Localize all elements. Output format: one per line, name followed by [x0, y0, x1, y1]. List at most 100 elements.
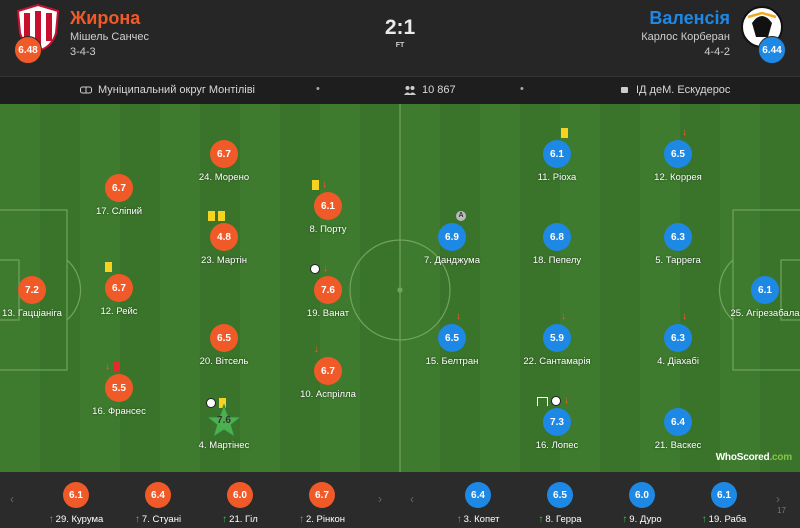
player-name: 12. Рейс	[100, 306, 138, 317]
player-rating: 6.3	[664, 324, 692, 352]
yellow-card-icon	[218, 211, 225, 221]
home-player[interactable]: 6.5 20. Вітсель	[179, 324, 269, 367]
sub-on-arrow-icon: ↑	[134, 514, 140, 525]
goal-ball-icon	[310, 264, 320, 274]
sub-off-arrow-icon: ↓	[682, 311, 687, 322]
subs-count: 17	[777, 506, 786, 515]
scroll-left-icon[interactable]: ‹	[410, 492, 414, 506]
sub-on-arrow-icon: ↑	[456, 514, 462, 525]
away-team-name[interactable]: Валенсія	[649, 8, 730, 28]
player-name: 22. Сантамарія	[523, 356, 591, 367]
sub-on-arrow-icon: ↑	[622, 514, 628, 525]
home-player[interactable]: ↓ 7.6 19. Ванат	[283, 264, 373, 320]
home-sub-player[interactable]: 6.1 ↑29. Курума	[36, 482, 116, 525]
player-rating: 6.7	[210, 140, 238, 168]
player-name: 19. Раба	[708, 514, 747, 525]
player-name: 16. Франсес	[92, 406, 146, 417]
home-player[interactable]: ↓ 6.7 10. Аспрілла	[283, 345, 373, 401]
home-player[interactable]: ↓ 6.1 8. Порту	[283, 180, 373, 236]
sub-off-arrow-icon: ↓	[564, 395, 569, 406]
referee-name: ІД деМ. Ескудерос	[636, 84, 731, 96]
attendance-info: 10 867	[404, 84, 456, 96]
away-player[interactable]: 6.4 21. Васкес	[633, 408, 723, 451]
player-rating: 7.2	[18, 276, 46, 304]
goal-ball-icon	[551, 396, 561, 406]
home-player[interactable]: ↓ 5.5 16. Франсес	[74, 362, 164, 418]
home-sub-player[interactable]: 6.4 ↑7. Стуані	[118, 482, 198, 525]
player-rating: 6.5	[664, 140, 692, 168]
player-rating: 5.5	[105, 374, 133, 402]
yellow-card-icon	[219, 398, 226, 408]
sub-on-arrow-icon: ↑	[701, 514, 707, 525]
player-rating: 4.8	[210, 223, 238, 251]
referee-info: ІД деМ. Ескудерос	[620, 84, 730, 96]
player-name: 21. Гіл	[229, 514, 258, 525]
attendance-value: 10 867	[422, 84, 456, 96]
separator-dot: •	[520, 83, 524, 95]
home-player[interactable]: 6.7 24. Морено	[179, 140, 269, 183]
home-sub-player[interactable]: 6.7 ↑2. Рінкон	[282, 482, 362, 525]
away-player[interactable]: ↓ 6.3 4. Діахабі	[633, 312, 723, 368]
away-sub-player[interactable]: 6.0 ↑9. Дуро	[602, 482, 682, 525]
scroll-left-icon[interactable]: ‹	[10, 492, 14, 506]
player-rating: 6.1	[711, 482, 737, 508]
player-rating: 6.1	[751, 276, 779, 304]
captain-icon: A	[456, 211, 466, 221]
player-rating: 6.7	[314, 357, 342, 385]
away-player[interactable]: 6.1 25. Агірезабала	[720, 276, 800, 319]
substitutes-bar: ‹ ‹ › › 6.1 ↑29. Курума 6.4 ↑7. Стуані 6…	[0, 472, 800, 528]
away-sub-player[interactable]: 6.1 ↑19. Раба	[684, 482, 764, 525]
home-team-name[interactable]: Жирона	[70, 8, 141, 28]
home-player[interactable]: 7.2 13. Гацціаніга	[0, 276, 77, 319]
player-name: 2. Рінкон	[305, 514, 346, 525]
man-of-match-star-icon: 7.6	[205, 403, 243, 440]
player-name: 23. Мартін	[201, 255, 247, 266]
sub-off-arrow-icon: ↓	[105, 361, 110, 372]
sub-off-arrow-icon: ↓	[314, 344, 319, 355]
away-player[interactable]: 6.3 5. Таррега	[633, 223, 723, 266]
away-sub-player[interactable]: 6.5 ↑8. Герра	[520, 482, 600, 525]
sub-off-arrow-icon: ↓	[561, 311, 566, 322]
scroll-right-icon[interactable]: ›	[776, 492, 780, 506]
sub-off-arrow-icon: ↓	[323, 263, 328, 274]
match-header: 6.48 Жирона Мішель Санчес 3-4-3 2:1 FT В…	[0, 0, 800, 76]
player-rating: 6.0	[629, 482, 655, 508]
home-player-man-of-match[interactable]: 7.6 4. Мартінес	[179, 398, 269, 451]
away-sub-player[interactable]: 6.4 ↑3. Копет	[438, 482, 518, 525]
away-player[interactable]: A 6.9 7. Данджума	[407, 211, 497, 266]
player-name: 15. Белтран	[425, 356, 479, 367]
player-name: 5. Таррега	[655, 255, 701, 266]
player-rating: 6.4	[465, 482, 491, 508]
home-player[interactable]: 6.7 12. Рейс	[74, 262, 164, 317]
home-player[interactable]: 4.8 23. Мартін	[179, 211, 269, 266]
away-player[interactable]: ↓ 6.5 12. Коррея	[633, 128, 723, 184]
player-name: 21. Васкес	[654, 440, 702, 451]
pitch-lines	[0, 104, 800, 472]
player-rating: 6.4	[664, 408, 692, 436]
player-name: 24. Морено	[198, 172, 250, 183]
away-manager: Карлос Корберан	[641, 31, 730, 43]
player-name: 11. Ріоха	[537, 172, 577, 183]
scroll-right-icon[interactable]: ›	[378, 492, 382, 506]
sub-off-arrow-icon: ↓	[682, 127, 687, 138]
away-player[interactable]: ↓ 5.9 22. Сантамарія	[512, 312, 602, 368]
player-name: 16. Лопес	[535, 440, 579, 451]
home-sub-player[interactable]: 6.0 ↑21. Гіл	[200, 482, 280, 525]
stadium-info: Муніципальний округ Монтіліві	[80, 84, 255, 96]
away-player[interactable]: 6.8 18. Пепелу	[512, 223, 602, 266]
player-rating: 6.1	[314, 192, 342, 220]
away-player[interactable]: ↓ 7.3 16. Лопес	[512, 396, 602, 452]
away-player[interactable]: 6.1 11. Ріоха	[512, 128, 602, 183]
home-player[interactable]: 6.7 17. Сліпий	[74, 174, 164, 217]
home-team-rating: 6.48	[14, 36, 42, 64]
player-rating: 7.6	[314, 276, 342, 304]
away-player[interactable]: ↓ 6.5 15. Белтран	[407, 312, 497, 368]
sub-on-arrow-icon: ↑	[538, 514, 544, 525]
player-rating: 6.7	[105, 274, 133, 302]
player-rating: 6.1	[543, 140, 571, 168]
player-rating: 7.6	[217, 415, 231, 426]
yellow-card-icon	[561, 128, 568, 138]
sub-on-arrow-icon: ↑	[48, 514, 54, 525]
player-name: 13. Гацціаніга	[2, 308, 62, 319]
match-score: 2:1	[384, 16, 416, 39]
